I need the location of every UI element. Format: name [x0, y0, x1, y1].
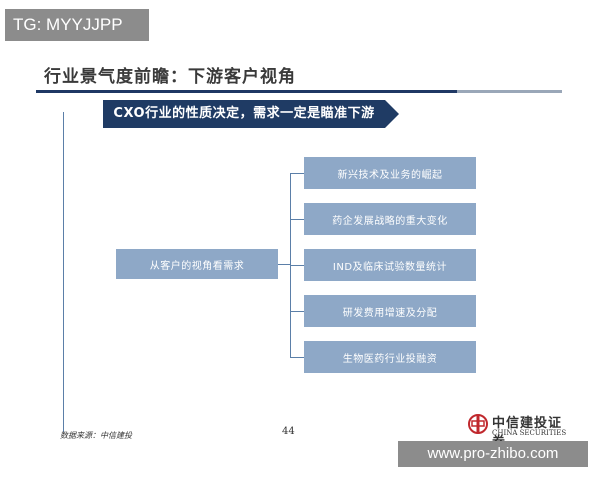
branch-node-4: 研发费用增速及分配: [304, 295, 476, 327]
branch-node-5: 生物医药行业投融资: [304, 341, 476, 373]
logo-text-en: CHINA SECURITIES: [492, 429, 567, 437]
root-connector: [278, 264, 290, 265]
branch-node-2: 药企发展战略的重大变化: [304, 203, 476, 235]
branch-connector-2: [290, 219, 304, 220]
branch-connector-4: [290, 311, 304, 312]
branch-connector-5: [290, 357, 304, 358]
section-banner: CXO行业的性质决定，需求一定是瞄准下游: [103, 100, 399, 128]
data-source-note: 数据来源：中信建投: [60, 431, 132, 440]
branch-node-3: IND及临床试验数量统计: [304, 249, 476, 281]
left-guide-line: [63, 112, 64, 432]
branch-connector-1: [290, 173, 304, 174]
watermark-bottom-right: www.pro-zhibo.com: [398, 441, 588, 467]
root-node: 从客户的视角看需求: [116, 249, 278, 279]
logo-emblem-icon: [468, 414, 488, 434]
company-logo: 中信建投证券 CHINA SECURITIES: [468, 412, 568, 450]
branch-connector-3: [290, 265, 304, 266]
branch-node-1: 新兴技术及业务的崛起: [304, 157, 476, 189]
page-number: 44: [282, 426, 295, 437]
watermark-top-left: TG: MYYJJPP: [5, 9, 149, 41]
title-divider: [36, 90, 562, 93]
slide-title: 行业景气度前瞻：下游客户视角: [44, 67, 296, 87]
